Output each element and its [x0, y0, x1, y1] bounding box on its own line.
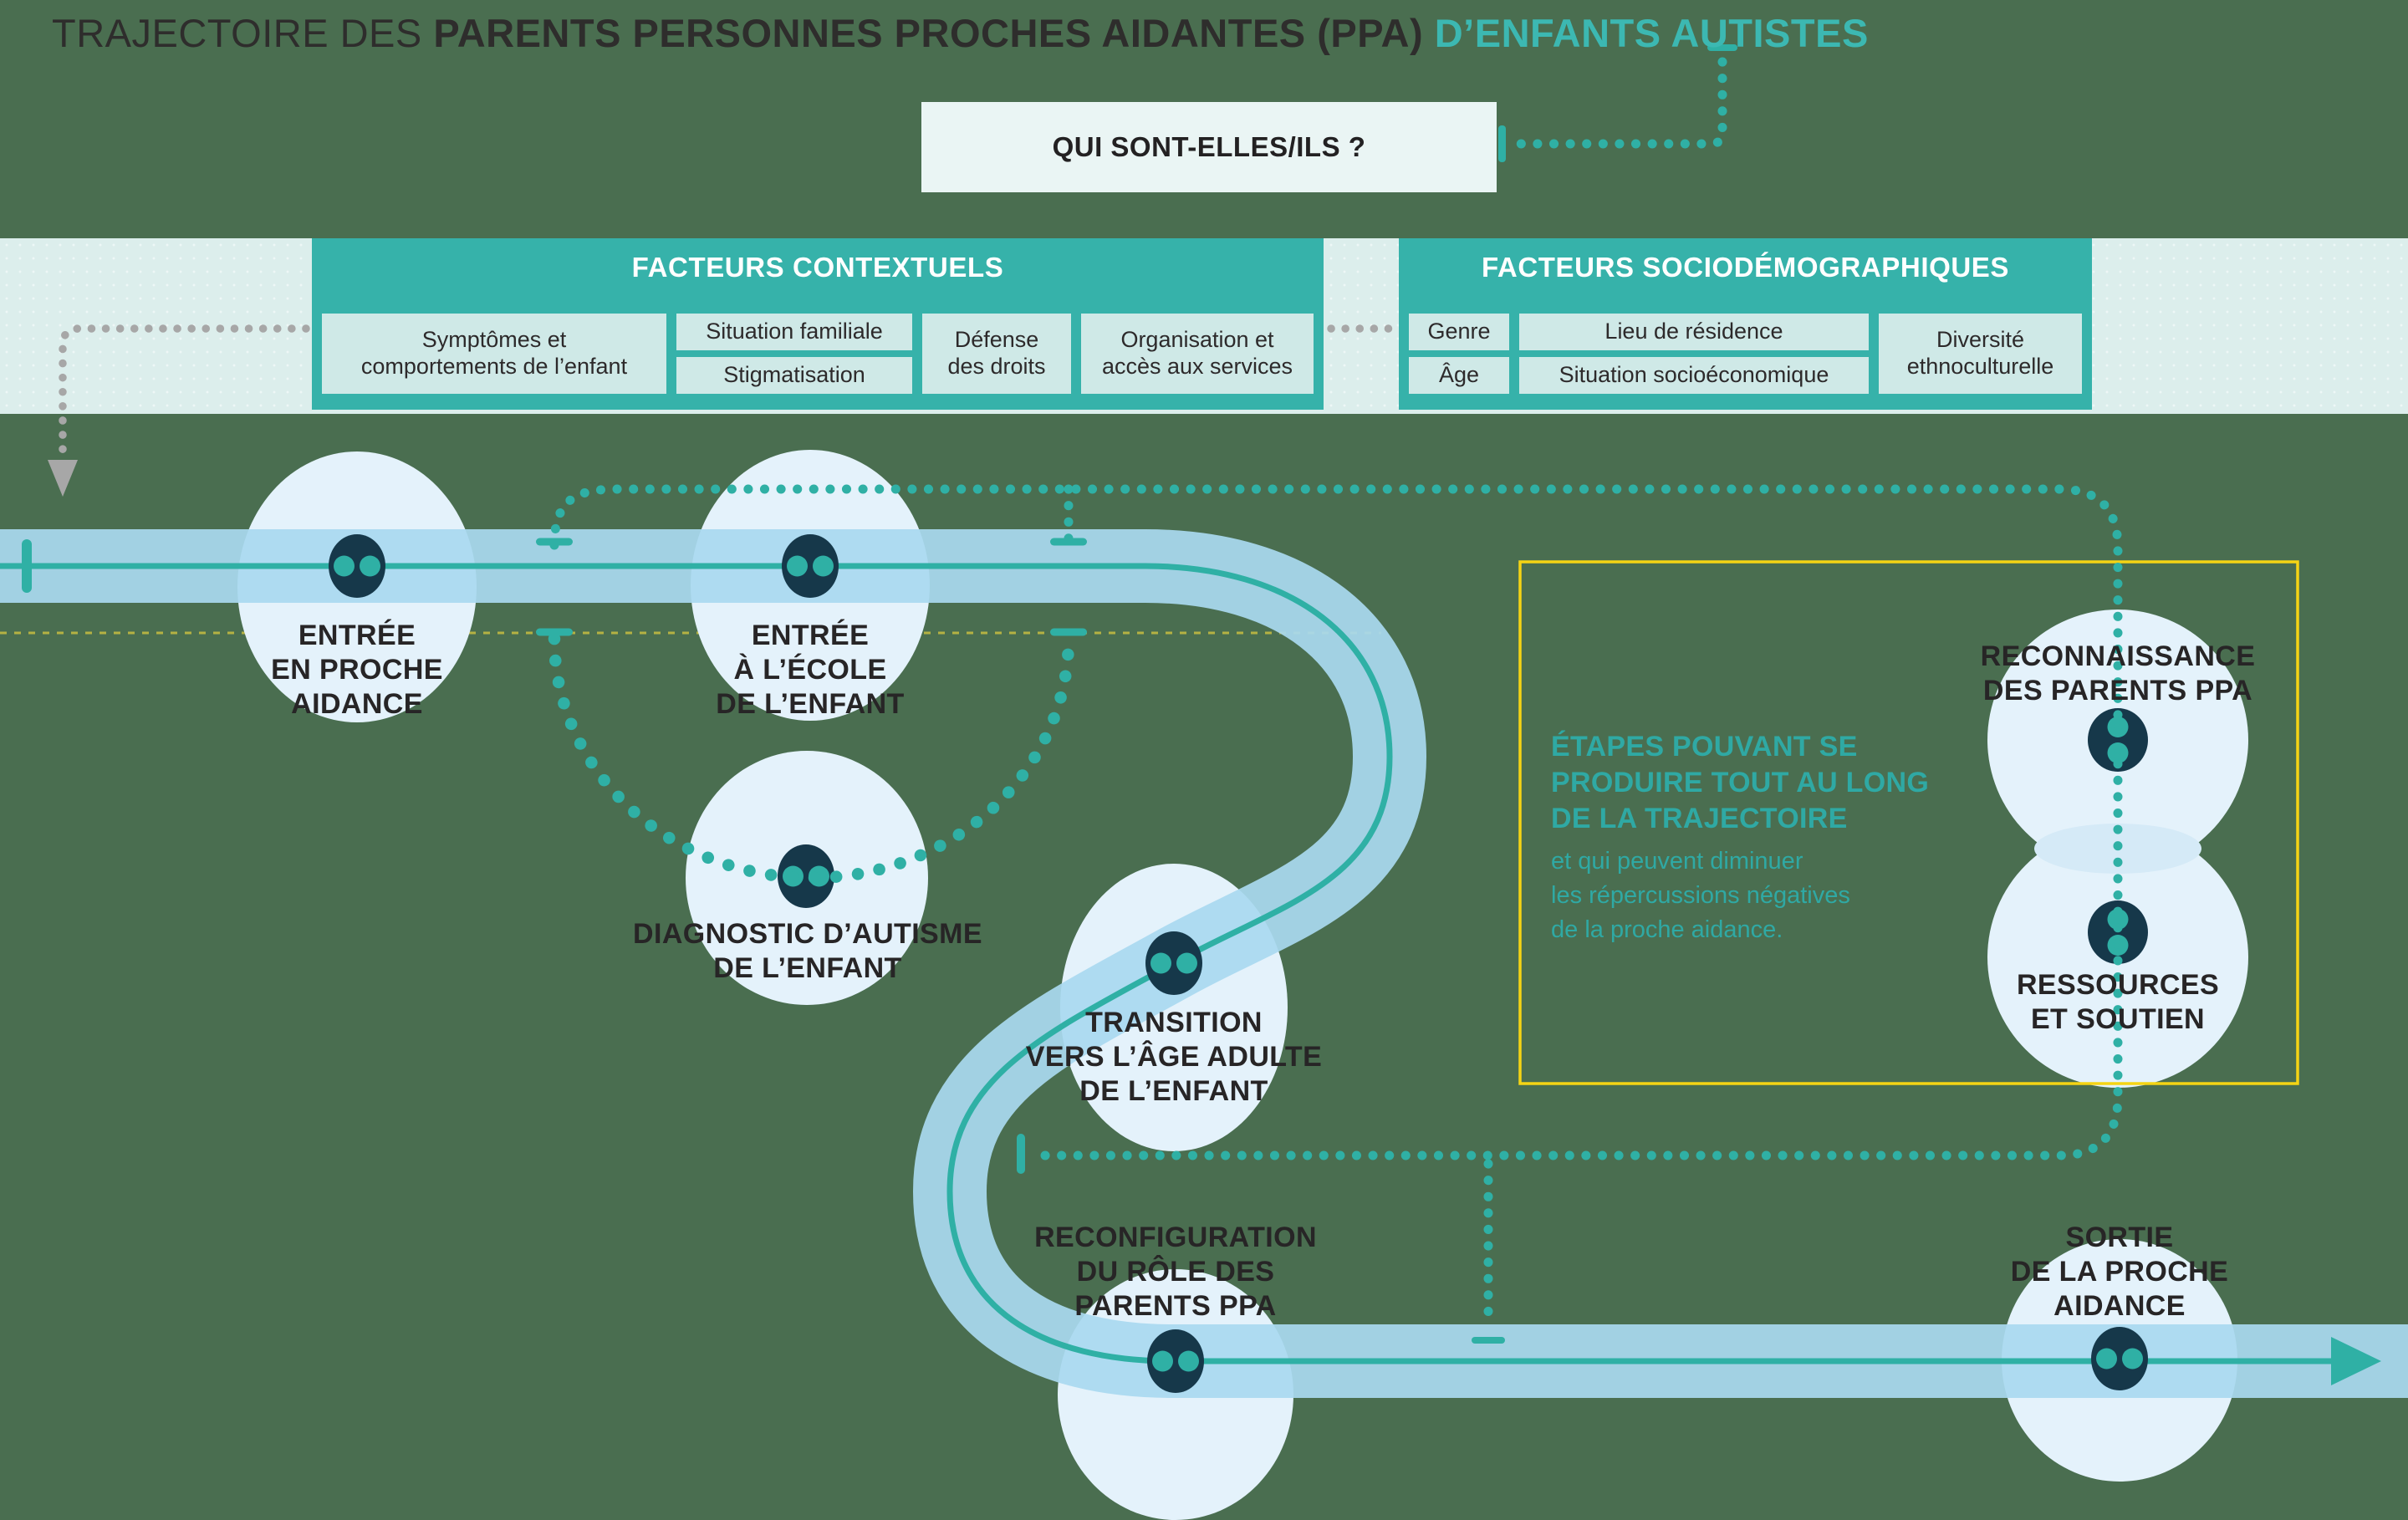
note-heading: ÉTAPES POUVANT SE PRODUIRE TOUT AU LONG … — [1551, 731, 1930, 834]
panel-contextual-factors: FACTEURS CONTEXTUELS Symptômes et compor… — [312, 238, 1324, 410]
label-sortie: SORTIE DE LA PROCHE AIDANCE — [2010, 1222, 2229, 1322]
milestone-node-transition — [1145, 931, 1202, 995]
label-entree-aidance: ENTRÉE EN PROCHE AIDANCE — [271, 620, 443, 720]
page-title: TRAJECTOIRE DES PARENTS PERSONNES PROCHE… — [52, 10, 1869, 56]
dotted-loop — [549, 484, 2123, 1160]
milestone-node-entree-ecole — [782, 534, 839, 598]
milestone-node-entree-aidance — [329, 534, 385, 598]
ribbon-clip-tick — [1050, 538, 1087, 546]
factor-age: Âge — [1409, 357, 1509, 394]
ribbon-clip-tick — [1050, 628, 1087, 636]
factor-situation-familiale: Situation familiale — [676, 314, 912, 350]
factor-stigmatisation: Stigmatisation — [676, 357, 912, 394]
factor-lieu-residence: Lieu de résidence — [1519, 314, 1869, 350]
intro-box-label: QUI SONT-ELLES/ILS ? — [1052, 131, 1366, 162]
side-node-reconnaissance — [2088, 708, 2148, 772]
label-transition: TRANSITION VERS L’ÂGE ADULTE DE L’ENFANT — [1025, 1007, 1323, 1107]
milestone-node-diagnostic — [778, 844, 834, 908]
diagnostic-dotted-arc — [548, 632, 1075, 885]
dotted-line-end-cap — [1017, 1134, 1025, 1174]
down-arrow-icon — [48, 460, 78, 497]
label-entree-ecole: ENTRÉE À L’ÉCOLE DE L’ENFANT — [716, 620, 905, 720]
trajectory-start-cap — [22, 539, 32, 593]
ribbon-clip-tick — [536, 628, 573, 636]
factor-diversite: Diversité ethnoculturelle — [1879, 314, 2082, 394]
title-prefix: TRAJECTOIRE DES — [52, 11, 434, 55]
panel-socio-title: FACTEURS SOCIODÉMOGRAPHIQUES — [1481, 252, 2010, 283]
title-leader-tick — [1707, 44, 1737, 51]
factors-leader-dots — [59, 324, 310, 462]
factor-symptomes: Symptômes et comportements de l’enfant — [322, 314, 666, 394]
intro-box-cap — [1498, 125, 1506, 162]
panel-contextual-title: FACTEURS CONTEXTUELS — [631, 252, 1004, 283]
note-body: et qui peuvent diminuer les répercussion… — [1551, 848, 1850, 944]
milestone-node-reconfiguration — [1147, 1329, 1204, 1393]
factor-genre: Genre — [1409, 314, 1509, 350]
factor-defense-droits: Défense des droits — [922, 314, 1071, 394]
ribbon-clip-tick — [1472, 1337, 1505, 1344]
factor-situation-socioeconomique: Situation socioéconomique — [1519, 357, 1869, 394]
label-reconfiguration: RECONFIGURATION DU RÔLE DES PARENTS PPA — [1034, 1222, 1317, 1322]
note-frame — [1518, 560, 2299, 1085]
label-reconnaissance: RECONNAISSANCE DES PARENTS PPA — [1980, 640, 2256, 706]
trajectory-arrowhead-icon — [2331, 1337, 2381, 1385]
title-leader-dots — [1507, 57, 1727, 149]
intro-box: QUI SONT-ELLES/ILS ? — [921, 102, 1497, 192]
label-diagnostic: DIAGNOSTIC D’AUTISME DE L’ENFANT — [633, 918, 982, 984]
factor-organisation-services: Organisation et accès aux services — [1081, 314, 1314, 394]
panel-sociodemographic-factors: FACTEURS SOCIODÉMOGRAPHIQUES Genre Âge L… — [1399, 238, 2092, 410]
ribbon-clip-tick — [536, 538, 573, 546]
label-ressources: RESSOURCES ET SOUTIEN — [2016, 969, 2220, 1035]
title-bold: PARENTS PERSONNES PROCHES AIDANTES (PPA) — [433, 11, 1435, 55]
title-highlight: D’ENFANTS AUTISTES — [1434, 11, 1869, 55]
milestone-node-sortie — [2091, 1327, 2148, 1390]
